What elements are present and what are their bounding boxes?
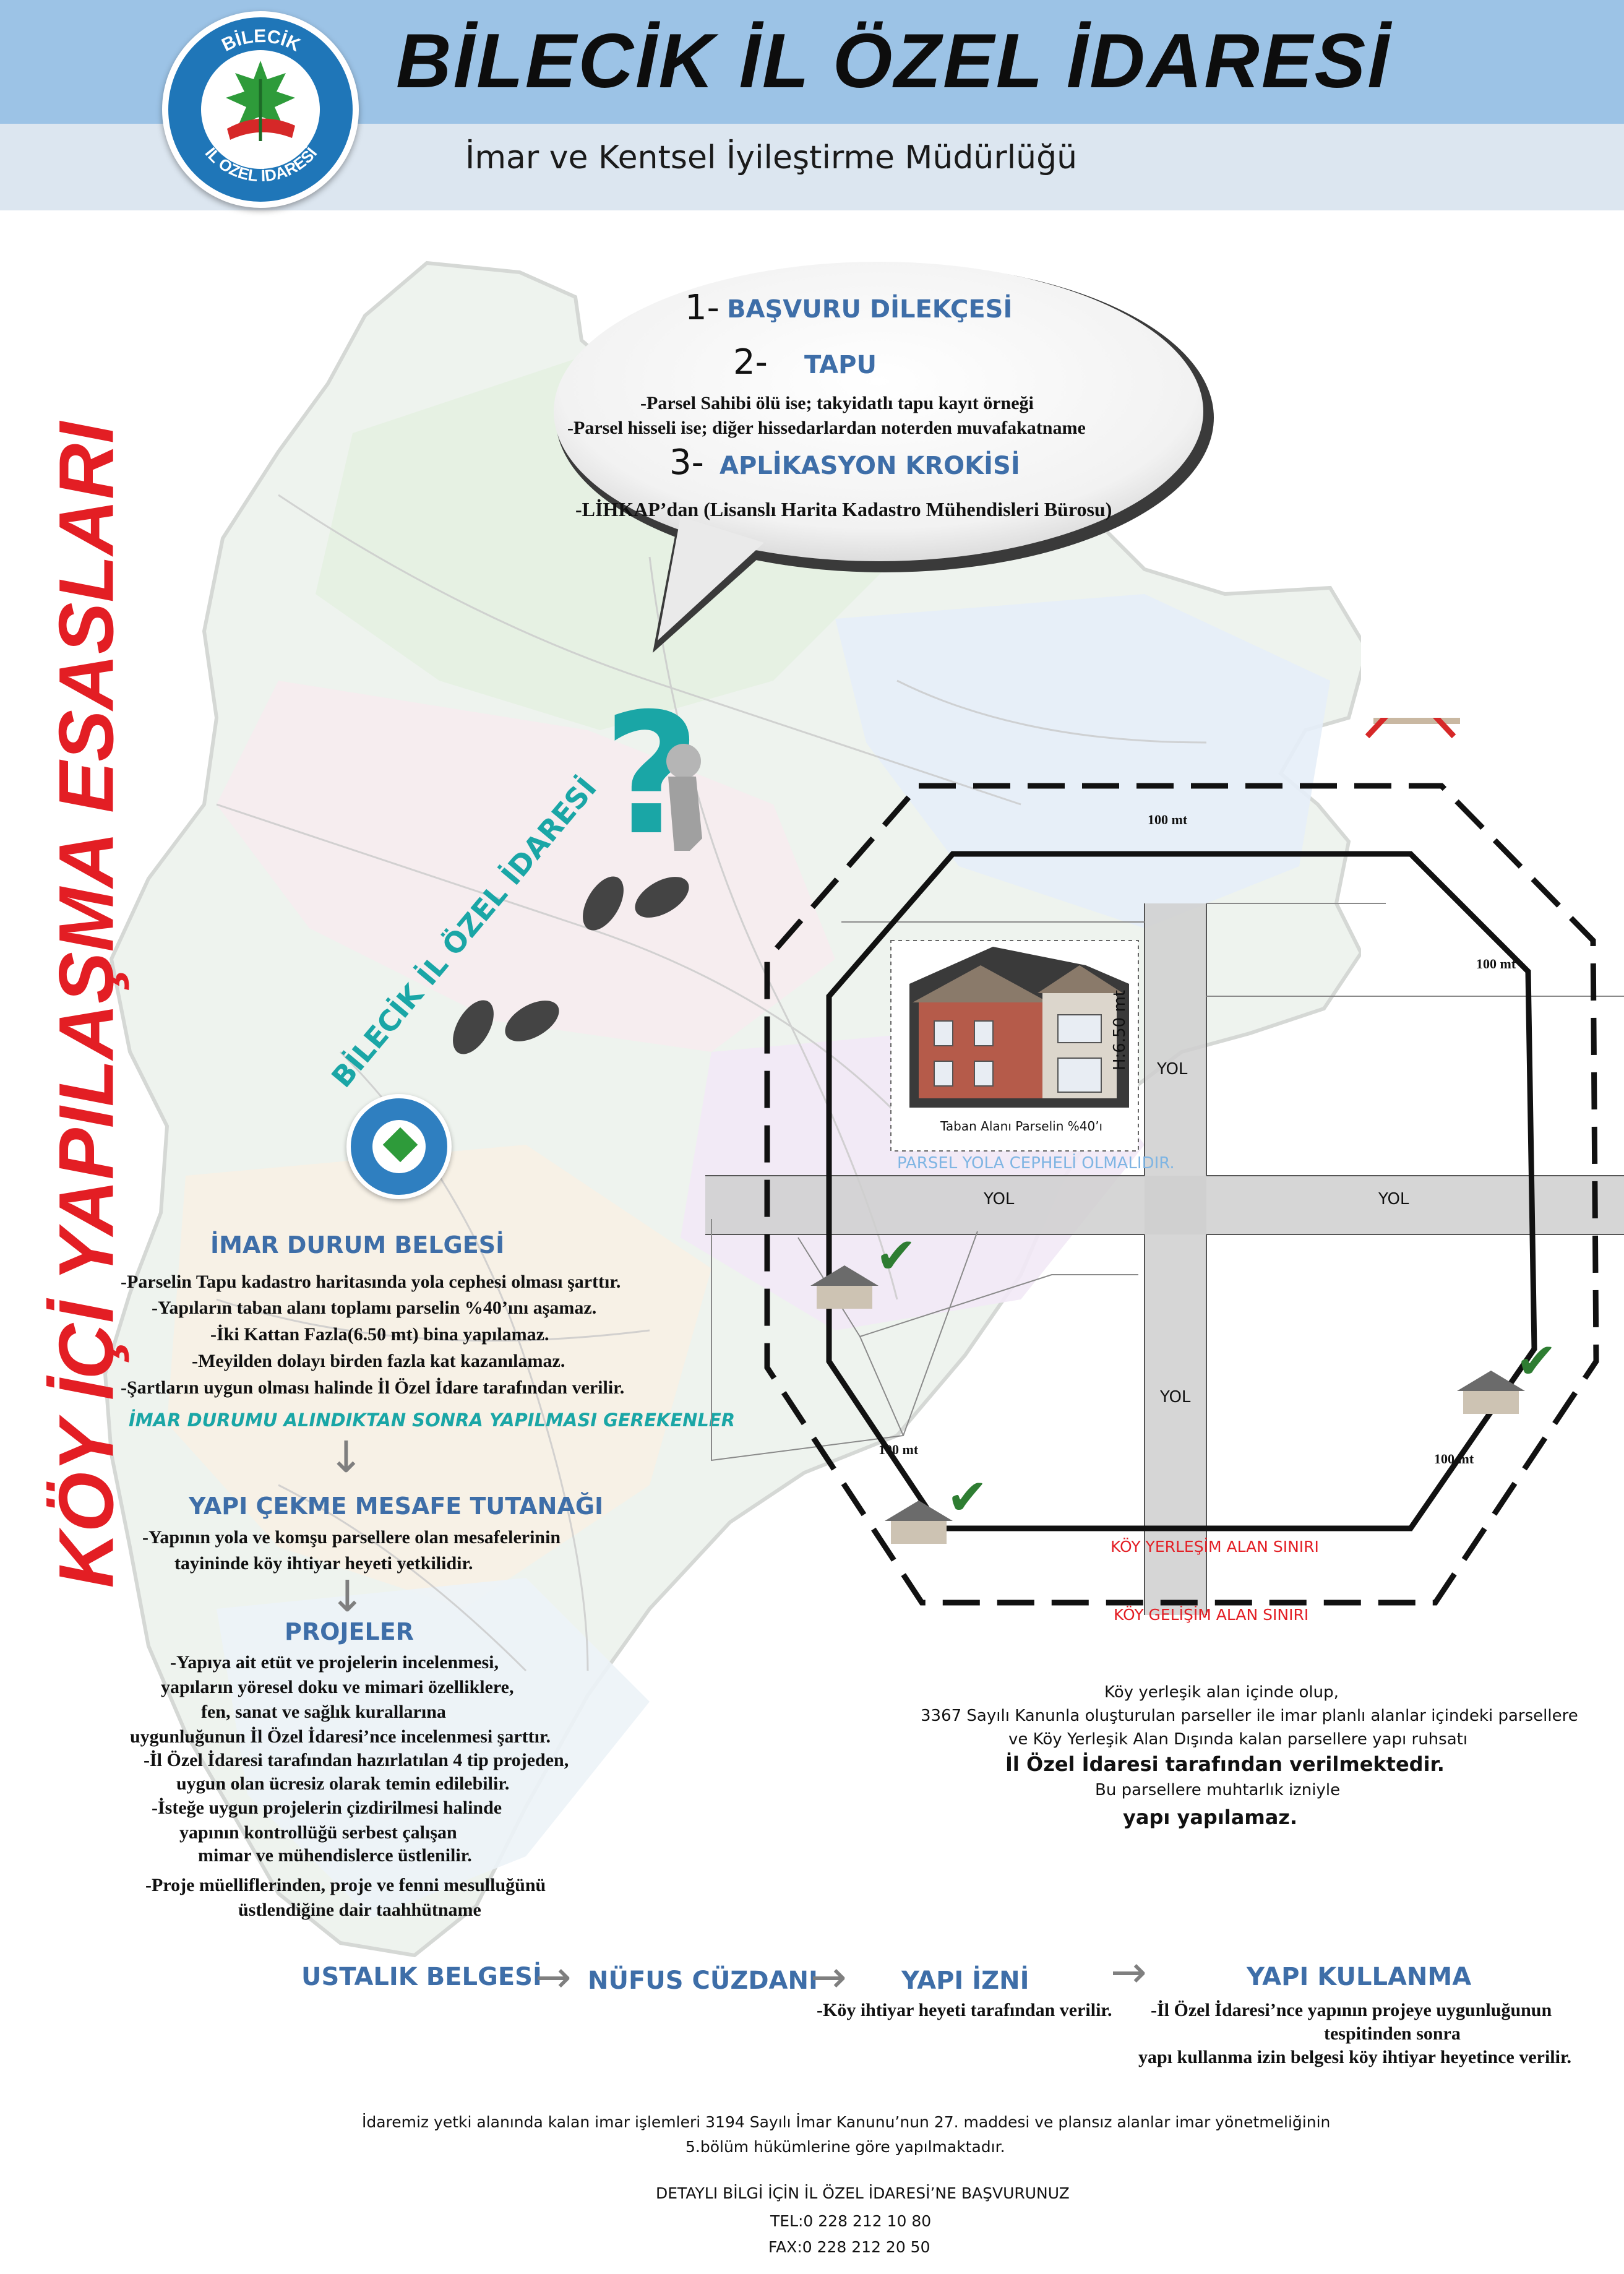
step2-number: 2-: [733, 342, 768, 382]
yapi-cekme-line-1: -Yapının yola ve komşu parsellere olan m…: [142, 1527, 561, 1548]
header: BİLECİK İL ÖZEL İDARESİ BİLECİK İL ÖZEL …: [0, 0, 1624, 210]
info-line-4: Bu parsellere muhtarlık izniyle: [1095, 1781, 1341, 1799]
footer-contact: DETAYLI BİLGİ İÇİN İL ÖZEL İDARESİ’NE BA…: [656, 2184, 1070, 2202]
yapi-kullanma-note-3: yapı kullanma izin belgesi köy ihtiyar h…: [1138, 2047, 1572, 2067]
dist-label-bottom: 100 mt: [1434, 1451, 1474, 1466]
house-small-icon-2: [885, 1501, 953, 1544]
imar-line-3: -İki Kattan Fazla(6.50 mt) bina yapılama…: [210, 1324, 549, 1345]
requirements-bubble: 1- BAŞVURU DİLEKÇESİ 2- TAPU -Parsel Sah…: [548, 257, 1222, 665]
projeler-line-2: yapıların yöresel doku ve mimari özellik…: [161, 1677, 514, 1697]
road-label-4: YOL: [1160, 1388, 1191, 1406]
imar-line-5: -Şartların uygun olması halinde İl Özel …: [121, 1377, 625, 1398]
road-label-1: YOL: [1157, 1060, 1188, 1079]
imar-heading: İMAR DURUM BELGESİ: [210, 1231, 505, 1259]
logo-ring-text: BİLECİK İL ÖZEL İDARESİ: [201, 26, 320, 185]
right-arrow-icon-3: →: [1111, 1947, 1147, 1997]
logo: BİLECİK İL ÖZEL İDARESİ: [162, 11, 359, 208]
footer-tel: TEL:0 228 212 10 80: [770, 2212, 932, 2230]
check-icon-3: ✔: [1516, 1332, 1558, 1390]
footprints-icon-2: [453, 1000, 559, 1054]
projeler-line-5: -İl Özel İdaresi tarafından hazırlatılan…: [144, 1750, 569, 1770]
yapi-cekme-line-2: tayininde köy ihtiyar heyeti yetkilidir.: [174, 1553, 473, 1574]
yapi-cekme-heading: YAPI ÇEKME MESAFE TUTANAĞI: [189, 1492, 604, 1520]
projeler-line-3: fen, sanat ve sağlık kurallarına: [201, 1702, 446, 1722]
projeler-heading: PROJELER: [285, 1618, 414, 1645]
page-subtitle: İmar ve Kentsel İyileştirme Müdürlüğü: [465, 139, 1078, 176]
step2-note-2: -Parsel hisseli ise; diğer hissedarlarda…: [567, 418, 1086, 438]
crossed-house-icon: [1365, 718, 1460, 739]
projeler-line-4: uygunluğunun İl Özel İdaresi’nce incelen…: [130, 1726, 551, 1747]
step3-note: -LİHKAP’dan (Lisanslı Harita Kadastro Mü…: [575, 498, 1112, 520]
right-arrow-icon-1: →: [535, 1952, 572, 2002]
footer-fax: FAX:0 228 212 20 50: [768, 2238, 930, 2256]
dist-label-right: 100 mt: [1476, 956, 1516, 971]
projeler-line-7: -İsteğe uygun projelerin çizdirilmesi ha…: [152, 1798, 502, 1818]
house-small-icon-3: [1457, 1371, 1525, 1414]
down-arrow-icon-1: ↓: [328, 1432, 364, 1483]
step1-number: 1-: [685, 288, 720, 328]
projeler-line-8: yapının kontrollüğü serbest çalışan: [179, 1822, 457, 1843]
info-bold-2: yapı yapılamaz.: [1123, 1806, 1298, 1829]
road-label-3: YOL: [1378, 1190, 1409, 1208]
step3-number: 3-: [669, 442, 704, 483]
ustalik-heading: USTALIK BELGESİ: [301, 1963, 542, 1991]
page-title: BİLECİK İL ÖZEL İDARESİ: [396, 19, 1391, 104]
projeler-line-1: -Yapıya ait etüt ve projelerin incelenme…: [170, 1652, 499, 1673]
step1-heading: BAŞVURU DİLEKÇESİ: [727, 295, 1013, 324]
step2-note-1: -Parsel Sahibi ölü ise; takyidatlı tapu …: [640, 393, 1034, 413]
road-front-note: PARSEL YOLA CEPHELİ OLMALIDIR.: [897, 1154, 1175, 1173]
settlement-diagram: [705, 718, 1624, 1615]
footer-line-2: 5.bölüm hükümlerine göre yapılmaktadır.: [685, 2138, 1005, 2156]
projeler-line-9: mimar ve mühendislerce üstlenilir.: [198, 1845, 472, 1866]
down-arrow-icon-2: ↓: [329, 1571, 366, 1622]
yapi-izni-heading: YAPI İZNİ: [901, 1966, 1029, 1995]
right-arrow-icon-2: →: [810, 1952, 847, 2002]
bubble-shape: [554, 262, 1214, 653]
road-label-2: YOL: [984, 1190, 1015, 1208]
imar-after: İMAR DURUMU ALINDIKTAN SONRA YAPILMASI G…: [129, 1410, 736, 1431]
step3-heading: APLİKASYON KROKİSİ: [720, 452, 1020, 480]
imar-line-1: -Parselin Tapu kadastro haritasında yola…: [121, 1272, 621, 1292]
footprints-icon: [583, 876, 689, 931]
yapi-kullanma-note-1: -İl Özel İdaresi’nce yapının projeye uyg…: [1151, 2000, 1552, 2020]
projeler-line-6: uygun olan ücresiz olarak temin edilebil…: [176, 1773, 510, 1794]
imar-line-2: -Yapıların taban alanı toplamı parselin …: [152, 1298, 597, 1318]
info-bold-1: İl Özel İdaresi tarafından verilmektedir…: [1005, 1752, 1445, 1776]
logo-small: [346, 1094, 452, 1199]
nufus-heading: NÜFUS CÜZDANI: [588, 1966, 818, 1995]
check-icon-2: ✔: [947, 1468, 989, 1526]
yapi-izni-note: -Köy ihtiyar heyeti tarafından verilir.: [817, 2000, 1112, 2020]
house-image-icon: [909, 947, 1129, 1108]
house-small-icon-1: [810, 1265, 879, 1309]
info-line-2: 3367 Sayılı Kanunla oluşturulan parselle…: [921, 1707, 1578, 1725]
side-title: KÖY İÇİ YAPILAŞMA ESASLARI: [43, 421, 130, 1588]
house-caption: Taban Alanı Parselin %40’ı: [940, 1119, 1103, 1134]
info-line-3: ve Köy Yerleşik Alan Dışında kalan parse…: [1008, 1730, 1468, 1749]
height-label: H:6.50 mt: [1111, 990, 1129, 1070]
yapi-kullanma-heading: YAPI KULLANMA: [1247, 1963, 1472, 1991]
projeler-line-11: üstlendiğine dair taahhütname: [238, 1900, 481, 1920]
step2-heading: TAPU: [804, 351, 877, 379]
info-line-1: Köy yerleşik alan içinde olup,: [1104, 1683, 1339, 1702]
check-icon-1: ✔: [875, 1227, 917, 1285]
question-figure-icon: ?: [603, 690, 702, 857]
settlement-border-label: KÖY YERLEŞİM ALAN SINIRI: [1111, 1538, 1319, 1556]
yapi-kullanma-note-2: tespitinden sonra: [1324, 2023, 1461, 2044]
dist-label-left: 100 mt: [879, 1442, 919, 1457]
footer-line-1: İdaremiz yetki alanında kalan imar işlem…: [362, 2113, 1331, 2131]
imar-line-4: -Meyilden dolayı birden fazla kat kazanı…: [192, 1351, 565, 1371]
dist-label-top: 100 mt: [1148, 812, 1188, 827]
development-border-label: KÖY GELİŞİM ALAN SINIRI: [1114, 1606, 1309, 1624]
projeler-line-10: -Proje müelliflerinden, proje ve fenni m…: [145, 1875, 546, 1895]
